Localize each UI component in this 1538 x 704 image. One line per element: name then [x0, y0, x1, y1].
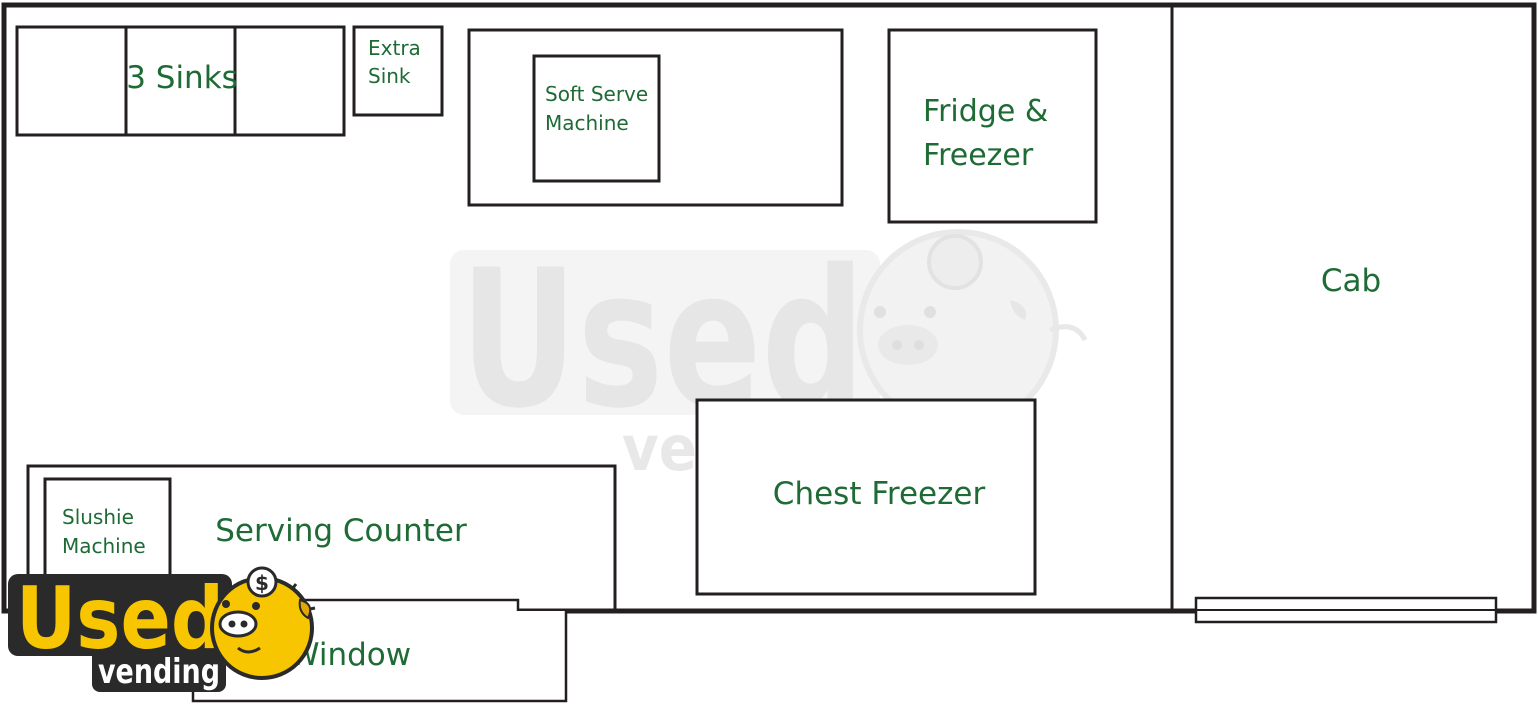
sink-1: [15, 25, 128, 137]
three-sinks-label: 3 Sinks: [126, 60, 238, 96]
extra-sink-label-line2: Sink: [368, 64, 411, 88]
soft-serve-label-line2: Machine: [545, 111, 629, 135]
cab-label: Cab: [1321, 263, 1381, 299]
trailer-outline: [1, 2, 1537, 614]
chest-freezer-label: Chest Freezer: [773, 476, 986, 512]
soft-serve-area: Soft Serve Machine: [467, 28, 844, 207]
logo-word-used: Used: [16, 569, 224, 669]
watermark-backdrop: [450, 250, 880, 415]
serving-counter-label: Serving Counter: [215, 513, 467, 549]
watermark-pig-icon: [857, 229, 1088, 431]
soft-serve-label-line1: Soft Serve: [545, 82, 648, 106]
extra-sink-label-line1: Extra: [368, 36, 421, 60]
fridge-label-line2: Freezer: [923, 138, 1034, 173]
three-sinks: 3 Sinks: [15, 25, 346, 137]
sink-3: [233, 25, 346, 137]
logo-word-vending: vending: [98, 652, 220, 692]
logo-coin-symbol: $: [255, 571, 269, 595]
logo-coin-icon: $: [246, 566, 278, 598]
fridge-label-line1: Fridge &: [923, 94, 1048, 129]
used-vending-logo: Used vending $: [8, 566, 316, 692]
soft-serve-machine: [532, 54, 661, 183]
logo-used-backing: [8, 574, 232, 656]
chest-freezer: Chest Freezer: [695, 398, 1037, 596]
extra-sink-box: [352, 25, 444, 117]
fridge-freezer: Fridge & Freezer: [887, 28, 1098, 224]
fridge-freezer-box: [887, 28, 1098, 224]
logo-pig-icon: [210, 576, 316, 680]
logo-vending-backing: [92, 648, 226, 692]
sink-2: [124, 25, 237, 137]
slushie-label-line1: Slushie: [62, 505, 134, 529]
extra-sink: Extra Sink: [352, 25, 444, 117]
chest-freezer-box: [695, 398, 1037, 596]
slushie-label-line2: Machine: [62, 534, 146, 558]
